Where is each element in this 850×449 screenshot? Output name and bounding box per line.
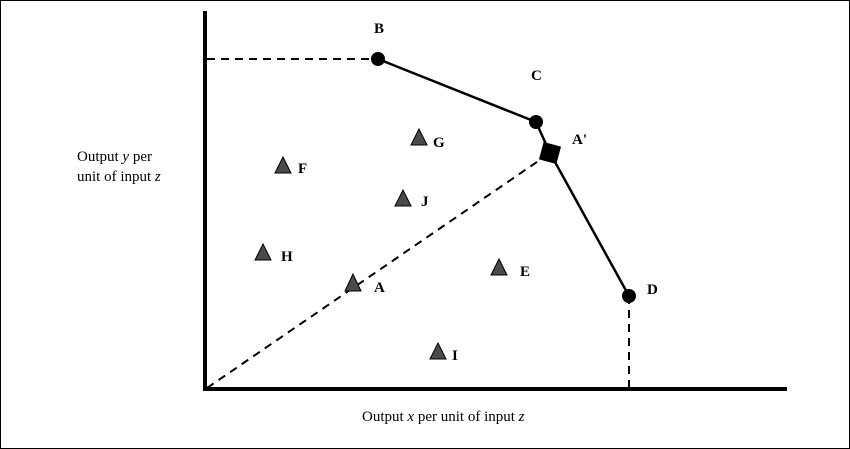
label-j: J <box>421 194 429 210</box>
triangle-a <box>344 272 362 292</box>
y-axis-label-line1: Output y per <box>77 149 152 165</box>
triangle-i <box>429 341 447 360</box>
triangle-f <box>274 155 292 174</box>
label-h: H <box>281 249 293 265</box>
y-axis-label-line2: unit of input z <box>77 169 161 185</box>
x-axis-label: Output x per unit of input z <box>362 409 525 425</box>
point-d <box>622 289 636 303</box>
efficiency-frontier <box>377 57 631 297</box>
label-i: I <box>452 348 458 364</box>
label-c: C <box>531 68 542 84</box>
point-a-prime <box>538 141 562 165</box>
label-e: E <box>520 264 530 280</box>
label-b: B <box>374 21 384 37</box>
point-b <box>371 52 385 66</box>
label-a-prime: A' <box>572 132 587 148</box>
triangle-h <box>254 242 272 261</box>
label-f: F <box>298 161 307 177</box>
label-g: G <box>433 135 445 151</box>
triangle-g <box>410 127 428 146</box>
triangle-j <box>394 188 412 207</box>
point-c <box>529 115 543 129</box>
label-a: A <box>374 280 385 296</box>
label-d: D <box>647 282 658 298</box>
triangle-e <box>490 257 508 276</box>
